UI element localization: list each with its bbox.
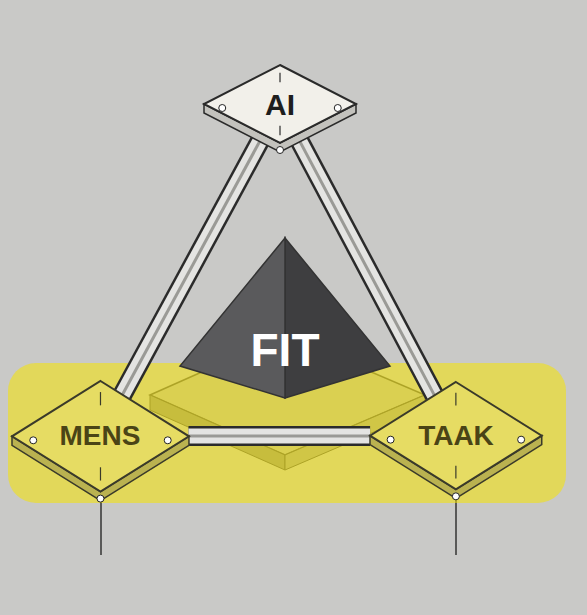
post-line (455, 500, 457, 555)
diamond-face (370, 382, 542, 489)
node-label: MENS (60, 421, 141, 452)
node-label: TAAK (418, 421, 494, 452)
tick-mark (455, 393, 456, 406)
tick-mark (99, 392, 100, 405)
top-diamond: AI (204, 65, 356, 143)
post-line (100, 500, 102, 555)
node-label: AI (265, 88, 295, 121)
rivet-dot (334, 105, 341, 112)
rivet-dot (518, 436, 525, 443)
diamond-face (204, 65, 356, 143)
tick-mark (279, 126, 280, 135)
rivet-dot (29, 436, 36, 443)
rivet-dot (96, 495, 103, 502)
center-pyramid: FIT (180, 238, 390, 398)
rivet-dot (219, 105, 226, 112)
diamond-face (12, 381, 189, 492)
right-diamond: TAAK (370, 382, 542, 489)
beam-face (188, 428, 370, 443)
rivet-dot (387, 436, 394, 443)
left-diamond: MENS (12, 381, 189, 492)
tick-mark (455, 466, 456, 479)
rivet-dot (164, 436, 171, 443)
beam-outline (188, 426, 370, 446)
beam-edge (188, 434, 370, 437)
rivet-dot (277, 147, 284, 154)
tick-mark (279, 73, 280, 82)
node-label: FIT (251, 325, 320, 376)
rivet-dot (452, 493, 459, 500)
tick-mark (99, 467, 100, 480)
beam-connector (188, 435, 370, 436)
